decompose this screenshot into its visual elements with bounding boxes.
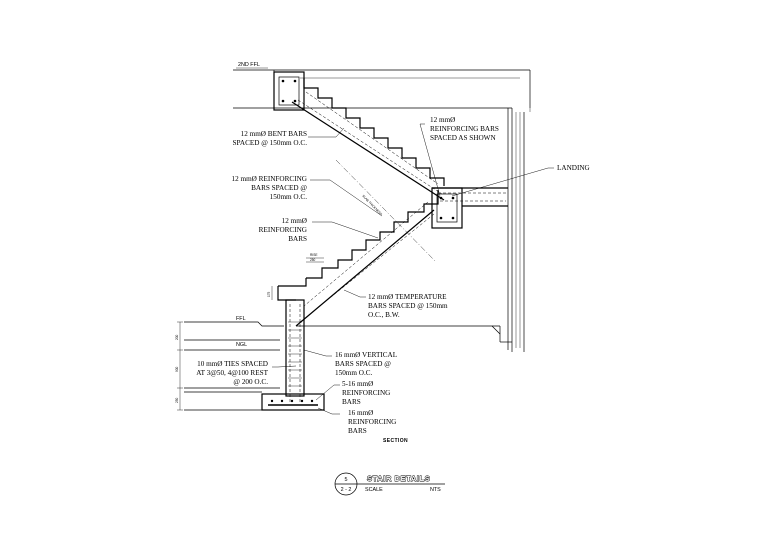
callout-reinforcing-150: 12 mmØ REINFORCING BARS SPACED @ 150mm O… — [232, 175, 308, 201]
svg-text:250: 250 — [310, 258, 316, 262]
svg-text:BARS SPACED @: BARS SPACED @ — [251, 184, 307, 192]
callout-reinforcing: 12 mmØ REINFORCING BARS — [259, 217, 307, 243]
svg-text:SPACED AS SHOWN: SPACED AS SHOWN — [430, 134, 496, 142]
svg-text:SPACED @ 150mm O.C.: SPACED @ 150mm O.C. — [233, 139, 308, 147]
svg-text:150mm O.C.: 150mm O.C. — [270, 193, 308, 201]
svg-text:150mm O.C.: 150mm O.C. — [335, 369, 373, 377]
stub-column — [285, 299, 305, 404]
svg-text:12 mmØ TEMPERATURE: 12 mmØ TEMPERATURE — [368, 293, 447, 301]
ngl-label: NGL — [236, 342, 247, 348]
svg-text:16 mmØ VERTICAL: 16 mmØ VERTICAL — [335, 351, 397, 359]
callout-bent-bars: 12 mmØ BENT BARS SPACED @ 150mm O.C. — [233, 130, 308, 147]
svg-text:BARS SPACED @ 150mm: BARS SPACED @ 150mm — [368, 302, 448, 310]
sheet-number: 2 - 2 — [341, 487, 352, 493]
landing-beam — [431, 187, 463, 229]
footing — [261, 393, 325, 411]
title-block: 5 2 - 2 STAIR DETAILS SCALE NTS — [334, 472, 445, 496]
section-label: SECTION — [383, 438, 408, 444]
svg-text:12 mmØ: 12 mmØ — [282, 217, 307, 225]
second-floor-beam — [273, 71, 305, 111]
svg-text:12 mmØ: 12 mmØ — [430, 116, 455, 124]
callout-footing-16: 16 mmØ REINFORCING BARS — [348, 409, 396, 435]
svg-text:250: 250 — [175, 397, 179, 403]
scale-value: NTS — [430, 487, 441, 493]
svg-text:LANDING: LANDING — [557, 164, 590, 172]
floor-lines: 200 900 250 — [175, 321, 284, 411]
svg-text:12 mmØ REINFORCING: 12 mmØ REINFORCING — [232, 175, 307, 183]
svg-text:10 mmØ TIES SPACED: 10 mmØ TIES SPACED — [197, 360, 268, 368]
svg-text:O.C., B.W.: O.C., B.W. — [368, 311, 400, 319]
leader-lines — [272, 123, 554, 415]
callout-ties: 10 mmØ TIES SPACED AT 3@50, 4@100 REST @… — [196, 360, 268, 386]
callout-footing-516: 5-16 mmØ REINFORCING BARS — [342, 380, 390, 406]
callout-landing: LANDING — [557, 164, 590, 172]
svg-text:5-16 mmØ: 5-16 mmØ — [342, 380, 373, 388]
svg-text:REINFORCING: REINFORCING — [342, 389, 390, 397]
svg-text:BARS: BARS — [342, 398, 361, 406]
scale-label: SCALE — [365, 487, 383, 493]
svg-text:16 mmØ: 16 mmØ — [348, 409, 373, 417]
svg-text:BARS: BARS — [288, 235, 307, 243]
svg-text:175: 175 — [267, 291, 271, 297]
svg-text:AT 3@50, 4@100 REST: AT 3@50, 4@100 REST — [196, 369, 268, 377]
step-detail: RISE 250 — [306, 253, 324, 263]
svg-text:BARS: BARS — [348, 427, 367, 435]
svg-text:REINFORCING BARS: REINFORCING BARS — [430, 125, 499, 133]
svg-text:BARS SPACED @: BARS SPACED @ — [335, 360, 391, 368]
svg-text:12 mmØ BENT BARS: 12 mmØ BENT BARS — [241, 130, 307, 138]
svg-text:900: 900 — [175, 366, 179, 372]
second-floor-slab — [233, 69, 531, 112]
second-ffl-label: 2ND FFL — [238, 62, 260, 68]
svg-text:@ 200 O.C.: @ 200 O.C. — [233, 378, 268, 386]
svg-text:REINFORCING: REINFORCING — [259, 226, 307, 234]
svg-text:200: 200 — [175, 334, 179, 340]
drawing-title: STAIR DETAILS — [367, 474, 430, 483]
svg-text:REINFORCING: REINFORCING — [348, 418, 396, 426]
callout-vertical: 16 mmØ VERTICAL BARS SPACED @ 150mm O.C. — [335, 351, 397, 377]
svg-text:RISE: RISE — [310, 253, 317, 257]
right-column — [507, 108, 525, 352]
lower-slab — [296, 325, 512, 343]
svg-text:SLAB THICKNESS: SLAB THICKNESS — [361, 194, 383, 216]
ffl-label: FFL — [236, 316, 246, 322]
callout-reinforcing-shown: 12 mmØ REINFORCING BARS SPACED AS SHOWN — [430, 116, 499, 142]
first-step: 175 — [267, 278, 307, 301]
callout-temperature: 12 mmØ TEMPERATURE BARS SPACED @ 150mm O… — [368, 293, 448, 319]
upper-flight — [291, 78, 445, 201]
detail-number: 5 — [345, 477, 348, 483]
